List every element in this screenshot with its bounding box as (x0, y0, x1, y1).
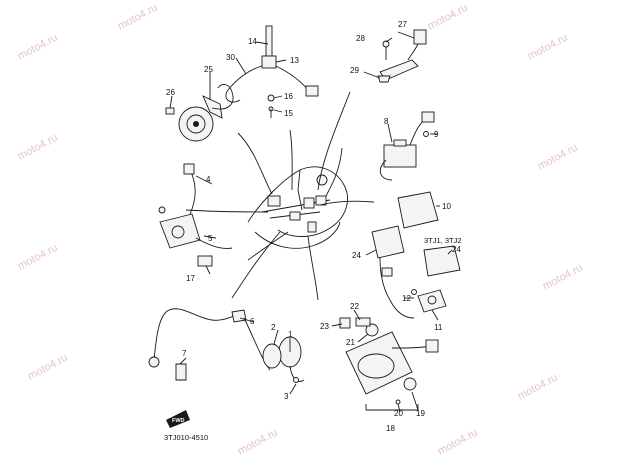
watermark-text: moto4.ru (426, 2, 470, 33)
callout-10: 10 (442, 202, 451, 211)
callout-8: 8 (384, 117, 389, 126)
watermark-text: moto4.ru (116, 2, 160, 33)
main-switch-part (225, 25, 319, 118)
callout-14: 14 (248, 37, 257, 46)
watermark-text: moto4.ru (236, 427, 280, 458)
diagram-code: 3TJ010-4510 (164, 433, 208, 442)
callout-13: 13 (290, 56, 299, 65)
callout-7: 7 (182, 349, 187, 358)
callout-30: 30 (226, 53, 235, 62)
callout-ticks (169, 31, 453, 413)
leader-lines (185, 91, 375, 301)
callout-22: 22 (350, 302, 359, 311)
callout-17: 17 (186, 274, 195, 283)
central-frame (247, 166, 348, 249)
callout-24-note: 24 (452, 245, 461, 254)
watermark-text: moto4.ru (436, 427, 480, 458)
callout-9: 9 (434, 130, 439, 139)
callout-23: 23 (320, 322, 329, 331)
watermark-text: moto4.ru (516, 372, 560, 403)
horn-part (165, 84, 234, 142)
callout-15: 15 (284, 109, 293, 118)
callout-18: 18 (386, 424, 395, 433)
watermark-text: moto4.ru (16, 32, 60, 63)
fwd-label: FWD (172, 418, 185, 424)
callout-5: 5 (208, 234, 213, 243)
callout-26: 26 (166, 88, 175, 97)
callout-28: 28 (356, 34, 365, 43)
watermark-text: moto4.ru (16, 132, 60, 163)
callout-4: 4 (206, 175, 211, 184)
callout-3: 3 (284, 392, 289, 401)
watermark-text: moto4.ru (16, 242, 60, 273)
callout-6: 6 (250, 317, 255, 326)
starter-motor-part (339, 317, 439, 411)
callout-24: 24 (352, 251, 361, 260)
callout-2: 2 (271, 323, 276, 332)
watermark-text: moto4.ru (26, 352, 70, 383)
callout-labels: 14 13 30 25 26 16 15 27 28 29 8 9 10 3TJ… (166, 20, 462, 433)
callout-16: 16 (284, 92, 293, 101)
sensor-part (411, 289, 447, 313)
watermark-text: moto4.ru (536, 142, 580, 173)
relay-part (379, 111, 435, 181)
control-units-part (371, 191, 461, 319)
callout-20: 20 (394, 409, 403, 418)
callout-21: 21 (346, 338, 355, 347)
fwd-arrow: FWD (166, 410, 190, 428)
callout-12: 12 (402, 294, 411, 303)
callout-29: 29 (350, 66, 359, 75)
callout-11: 11 (434, 323, 443, 332)
callout-1: 1 (288, 330, 293, 339)
callout-19: 19 (416, 409, 425, 418)
model-note: 3TJ1, 3TJ2 (424, 236, 462, 245)
watermark-text: moto4.ru (541, 262, 585, 293)
left-sensor-part (158, 163, 233, 267)
callout-27: 27 (398, 20, 407, 29)
lower-middle-part (262, 336, 305, 383)
watermark-layer: moto4.ru moto4.ru moto4.ru moto4.ru moto… (16, 2, 585, 458)
bracket-part (377, 29, 427, 83)
callout-25: 25 (204, 65, 213, 74)
watermark-text: moto4.ru (526, 32, 570, 63)
